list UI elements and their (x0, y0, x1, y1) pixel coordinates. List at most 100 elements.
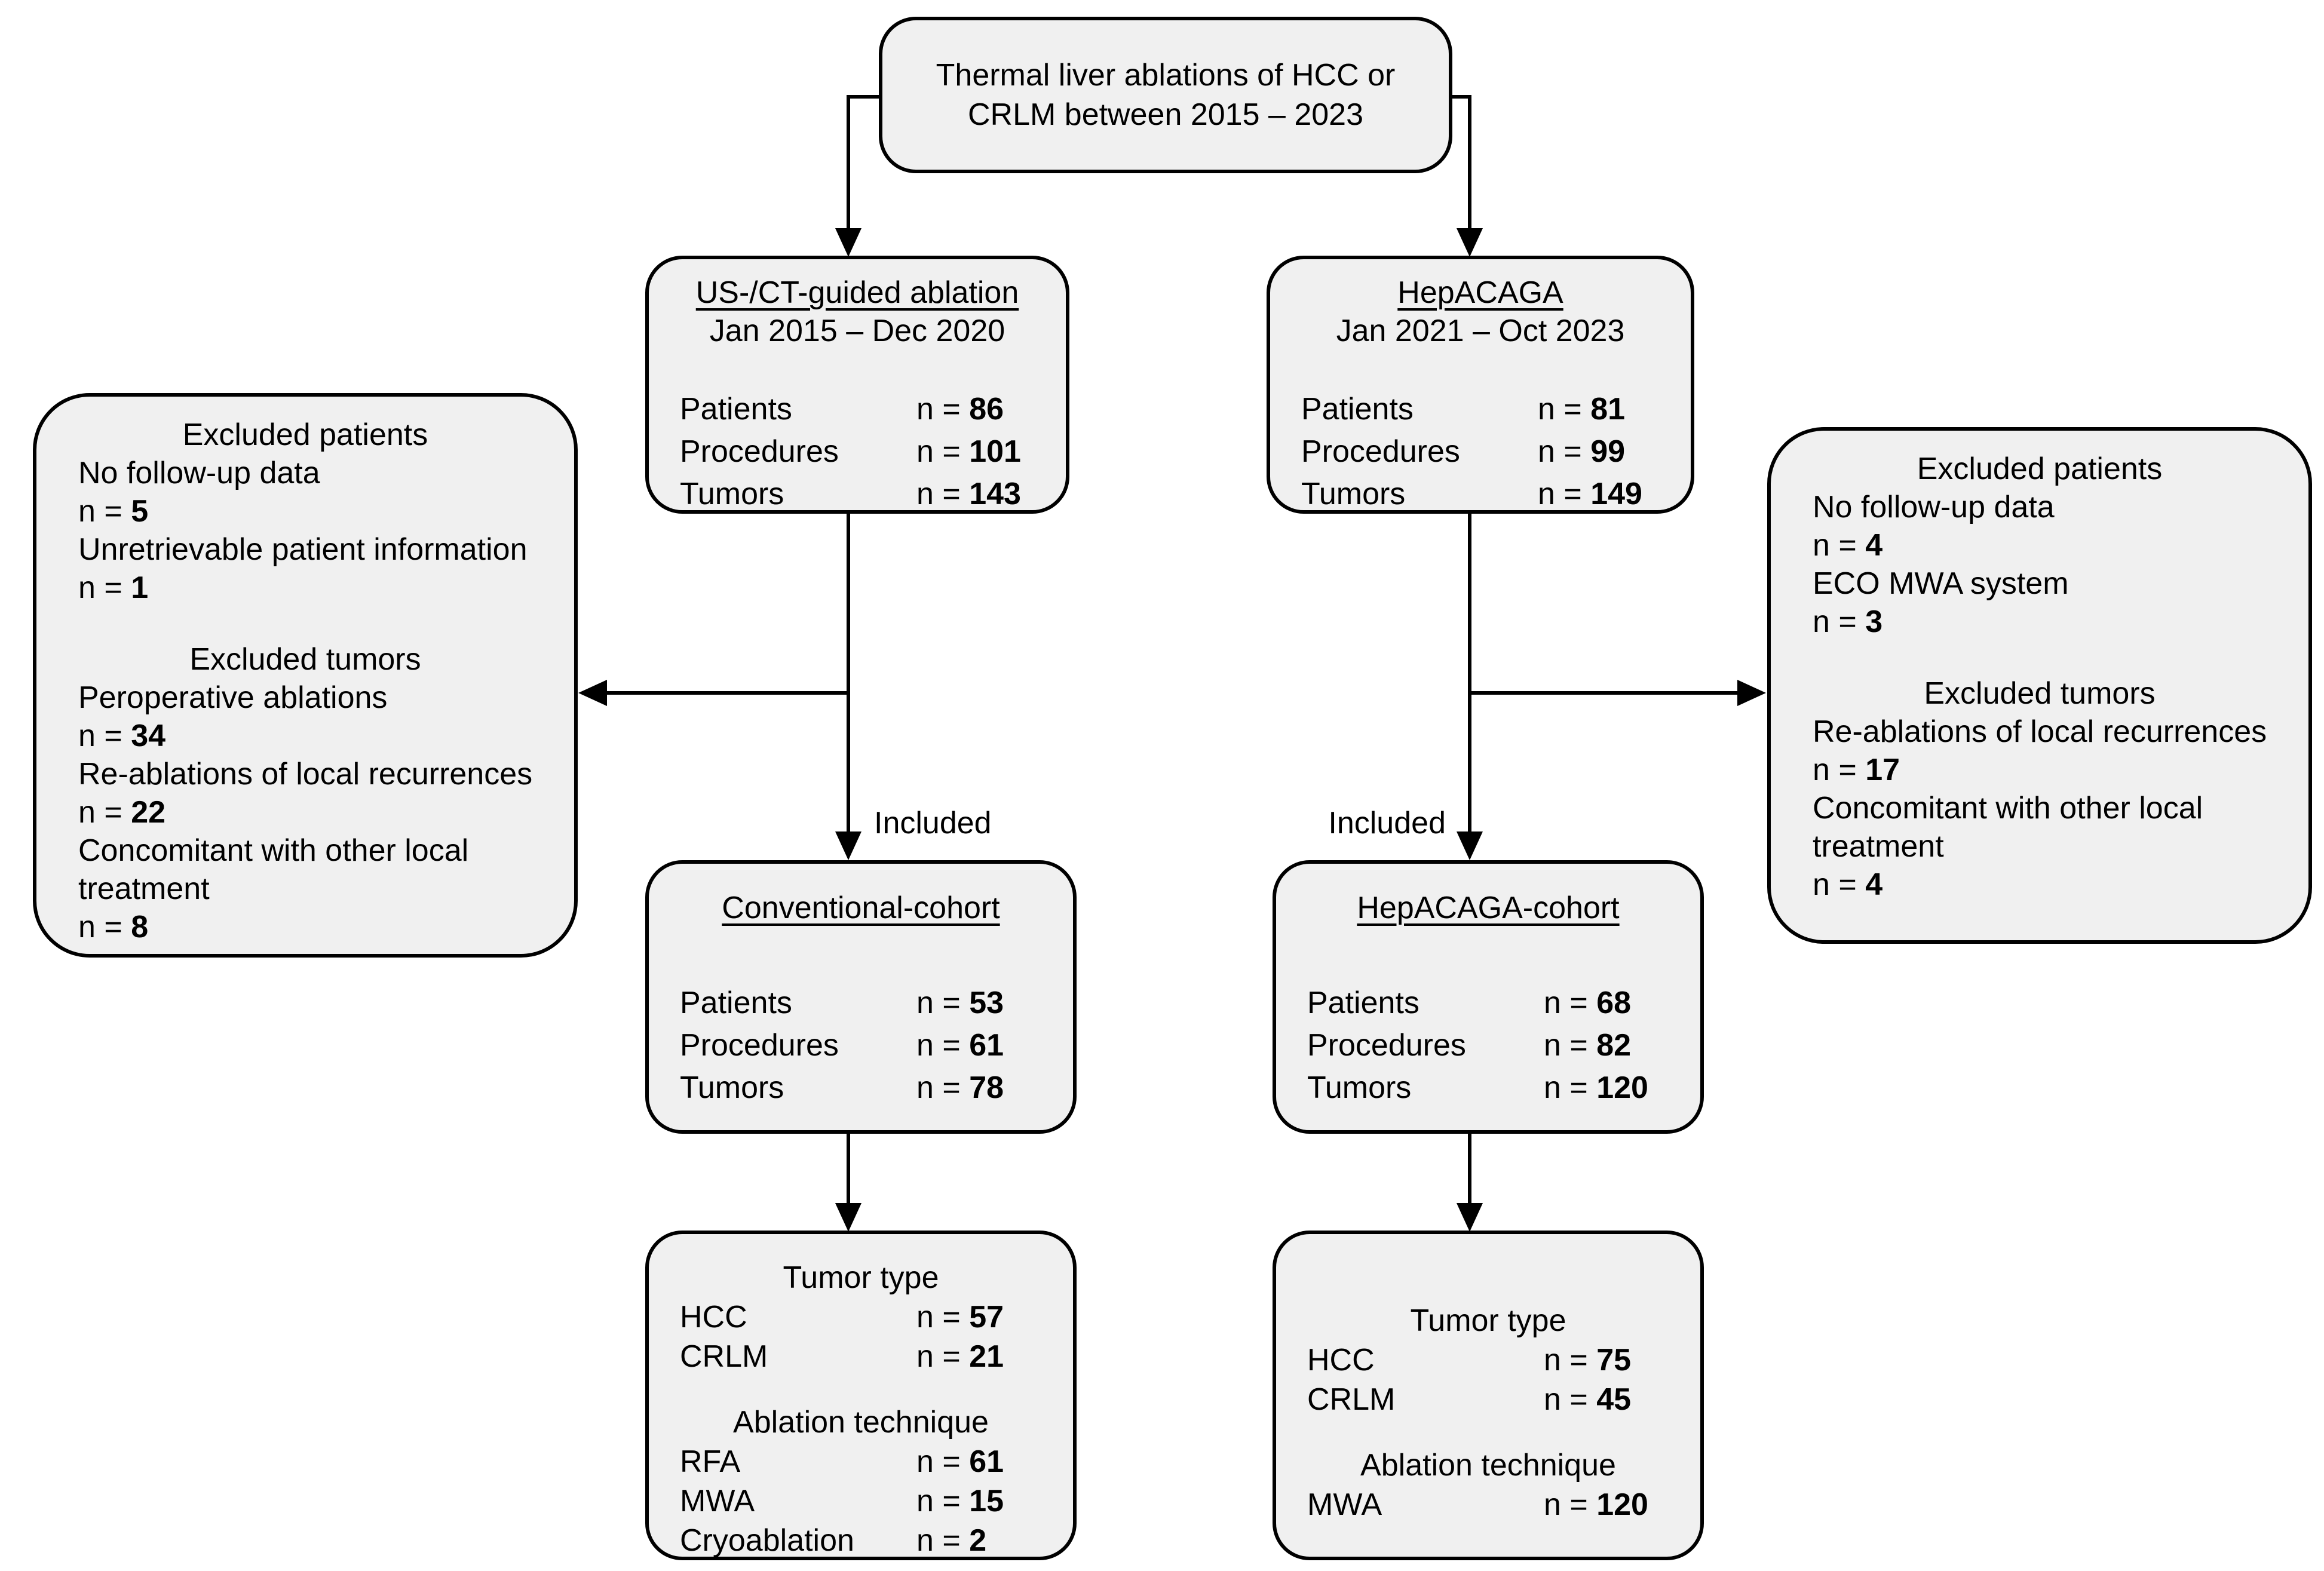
root-box: Thermal liver ablations of HCC or CRLM b… (879, 17, 1452, 173)
exclusion-count: n = 8 (78, 908, 556, 946)
n-prefix: n = (78, 910, 131, 944)
stat-row: Procedures n = 61 (649, 1024, 1073, 1067)
arrowhead-to-right-detail (1457, 1203, 1483, 1232)
n-prefix: n = (1538, 434, 1591, 469)
hepacaga-cohort-title-block: HepACAGA-cohort (1276, 864, 1700, 927)
stat-label: Patients (680, 986, 792, 1020)
n-prefix: n = (1544, 1343, 1597, 1377)
stat-value: n = 78 (916, 1067, 1004, 1109)
stat-value: n = 21 (916, 1337, 1004, 1376)
stat-value: n = 120 (1544, 1485, 1648, 1524)
conventional-detail-box: Tumor type HCC n = 57 CRLM n = 21 Ablati… (645, 1231, 1077, 1560)
n-prefix: n = (916, 392, 970, 426)
spacer (1270, 350, 1691, 388)
arrowhead-to-conventional (835, 831, 861, 860)
n-prefix: n = (1538, 477, 1591, 511)
stat-label: Tumors (680, 1070, 784, 1105)
left-excluded-box: Excluded patients No follow-up data n = … (33, 393, 578, 958)
exclusion-count: n = 3 (1813, 603, 2291, 641)
n-value: 101 (969, 434, 1021, 469)
stat-row: Patients n = 81 (1270, 388, 1691, 431)
exclusion-reason: No follow-up data (78, 456, 320, 490)
n-value: 17 (1865, 753, 1900, 787)
n-prefix: n = (1544, 1382, 1597, 1417)
spacer (1276, 927, 1700, 982)
exclusion-count: n = 17 (1813, 751, 2291, 789)
stat-label: Procedures (680, 1028, 839, 1063)
stat-row: Patients n = 68 (1276, 982, 1700, 1024)
stat-row: Patients n = 53 (649, 982, 1073, 1024)
n-value: 86 (969, 392, 1004, 426)
stat-label: RFA (680, 1444, 741, 1479)
n-value: 5 (131, 494, 149, 529)
stat-label: Tumors (680, 477, 784, 511)
n-prefix: n = (916, 434, 970, 469)
excluded-patients-header: Excluded patients (182, 418, 428, 452)
n-prefix: n = (1813, 528, 1866, 563)
spacer (1813, 641, 2291, 674)
usct-title-block: US-/CT-guided ablation Jan 2015 – Dec 20… (649, 259, 1066, 350)
n-value: 120 (1596, 1487, 1648, 1522)
stat-label: HCC (1307, 1343, 1375, 1377)
spacer (1276, 1419, 1700, 1446)
n-prefix: n = (916, 1484, 970, 1518)
usct-subtitle: Jan 2015 – Dec 2020 (709, 314, 1005, 348)
right-excluded-box: Excluded patients No follow-up data n = … (1767, 427, 2312, 944)
n-prefix: n = (916, 1300, 970, 1334)
stat-label: CRLM (680, 1339, 768, 1374)
stat-row: Tumors n = 143 (649, 473, 1066, 516)
stat-row: Tumors n = 149 (1270, 473, 1691, 516)
n-prefix: n = (916, 1444, 970, 1479)
stat-label: Tumors (1307, 1070, 1412, 1105)
n-value: 61 (969, 1444, 1004, 1479)
stat-value: n = 99 (1538, 431, 1625, 473)
n-value: 120 (1596, 1070, 1648, 1105)
stat-value: n = 57 (916, 1297, 1004, 1337)
n-prefix: n = (1813, 867, 1866, 902)
exclusion-count: n = 4 (1813, 526, 2291, 564)
n-value: 57 (969, 1300, 1004, 1334)
stat-row: Tumors n = 120 (1276, 1067, 1700, 1109)
usct-source-box: US-/CT-guided ablation Jan 2015 – Dec 20… (645, 256, 1069, 514)
stat-value: n = 75 (1544, 1340, 1631, 1380)
root-box-line1: Thermal liver ablations of HCC or (936, 58, 1396, 93)
stat-row: Procedures n = 99 (1270, 431, 1691, 473)
n-prefix: n = (78, 795, 131, 830)
tumor-type-header: Tumor type (783, 1260, 939, 1295)
n-value: 149 (1590, 477, 1642, 511)
n-prefix: n = (916, 1523, 970, 1558)
hepacaga-cohort-box: HepACAGA-cohort Patients n = 68 Procedur… (1273, 860, 1704, 1134)
spacer (649, 927, 1073, 982)
n-value: 78 (969, 1070, 1004, 1105)
stat-value: n = 82 (1544, 1024, 1631, 1067)
stat-label: HCC (680, 1300, 747, 1334)
n-value: 143 (969, 477, 1021, 511)
stat-value: n = 2 (916, 1521, 986, 1560)
stat-label: Tumors (1301, 477, 1406, 511)
spacer (78, 607, 556, 640)
exclusion-reason: Unretrievable patient information (78, 532, 528, 567)
arrowhead-to-right-excluded (1737, 680, 1766, 706)
spacer (649, 1376, 1073, 1403)
n-value: 4 (1865, 867, 1883, 902)
n-value: 99 (1590, 434, 1626, 469)
stat-value: n = 101 (916, 431, 1021, 473)
exclusion-reason: Re-ablations of local recurrences (78, 757, 533, 791)
n-prefix: n = (1544, 1028, 1597, 1063)
n-prefix: n = (78, 719, 131, 753)
n-prefix: n = (916, 477, 970, 511)
excluded-patients-header: Excluded patients (1917, 452, 2163, 486)
n-value: 82 (1596, 1028, 1632, 1063)
spacer (649, 350, 1066, 388)
n-value: 75 (1596, 1343, 1632, 1377)
stat-row: HCC n = 75 (1276, 1340, 1700, 1380)
n-value: 61 (969, 1028, 1004, 1063)
n-value: 34 (131, 719, 166, 753)
stat-row: Procedures n = 101 (649, 431, 1066, 473)
included-label-right: Included (1328, 806, 1446, 840)
stat-value: n = 143 (916, 473, 1021, 516)
exclusion-reason: ECO MWA system (1813, 566, 2069, 601)
tumor-type-header: Tumor type (1410, 1303, 1566, 1338)
n-prefix: n = (1544, 1070, 1597, 1105)
